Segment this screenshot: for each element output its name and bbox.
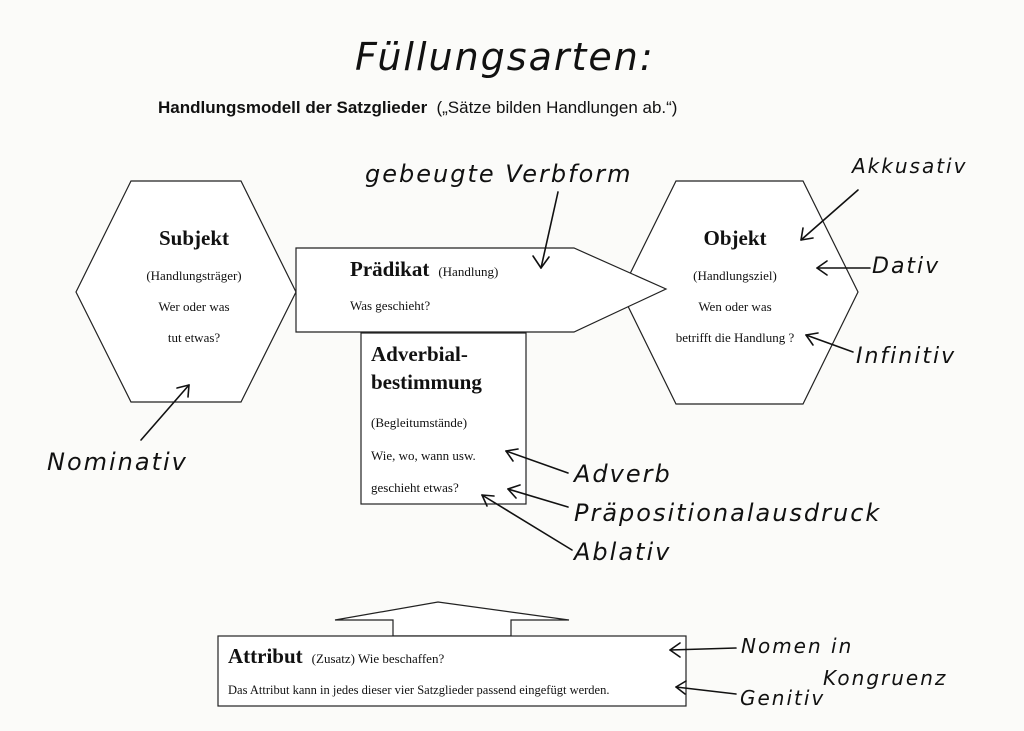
- objekt-box: Objekt (Handlungsziel) Wen oder was betr…: [620, 180, 859, 405]
- subjekt-box: Subjekt (Handlungsträger) Wer oder was t…: [75, 180, 297, 403]
- infinitiv-arrow: [805, 332, 854, 353]
- heading-bold: Handlungsmodell der Satzglieder: [158, 98, 428, 117]
- attribut-subtitle: (Zusatz) Wie beschaffen?: [312, 651, 445, 666]
- attribut-up-arrow: [334, 601, 570, 637]
- annotation-adverb: Adverb: [572, 460, 672, 488]
- dativ-arrow: [816, 260, 871, 276]
- objekt-line-2: Wen oder was: [698, 299, 771, 314]
- annotation-kongruenz: Kongruenz: [823, 666, 947, 690]
- subjekt-line-3: tut etwas?: [168, 330, 221, 345]
- subjekt-hexagon: [75, 180, 297, 403]
- annotation-genitiv: Genitiv: [740, 686, 825, 710]
- praedikat-title: Prädikat: [350, 257, 429, 281]
- nomen-arrow: [669, 642, 737, 658]
- annotation-praepositional: Präpositionalausdruck: [574, 499, 881, 527]
- praedikat-subtitle: (Handlung): [438, 264, 498, 279]
- heading-normal: („Sätze bilden Handlungen ab.“): [436, 98, 677, 117]
- adverbial-rect: [360, 332, 527, 505]
- attribut-box: Attribut (Zusatz) Wie beschaffen? Das At…: [217, 635, 687, 707]
- ablativ-arrow: [481, 494, 573, 551]
- objekt-hexagon: [620, 180, 859, 405]
- akkusativ-arrow: [800, 189, 859, 241]
- praedikat-heading: Prädikat (Handlung): [350, 257, 498, 281]
- adverbial-title-1: Adverbial-: [371, 342, 468, 366]
- praepositional-arrow: [507, 484, 569, 508]
- adverbial-title-2: bestimmung: [371, 370, 482, 394]
- subjekt-title: Subjekt: [159, 226, 229, 250]
- subjekt-line-2: Wer oder was: [158, 299, 229, 314]
- adverbial-line-1: (Begleitumstände): [371, 415, 467, 430]
- objekt-line-1: (Handlungsziel): [693, 268, 777, 283]
- attribut-rect: [217, 635, 687, 707]
- attribut-heading: Attribut (Zusatz) Wie beschaffen?: [228, 644, 444, 668]
- annotation-nomen: Nomen in: [741, 634, 853, 658]
- annotation-infinitiv: Infinitiv: [856, 344, 956, 369]
- annotation-nominativ: Nominativ: [47, 448, 188, 476]
- adverbial-box: Adverbial- bestimmung (Begleitumstände) …: [360, 332, 527, 505]
- annotation-dativ: Dativ: [872, 254, 940, 279]
- praedikat-question: Was geschieht?: [350, 298, 430, 313]
- praedikat-box: Prädikat (Handlung) Was geschieht?: [295, 247, 668, 333]
- praedikat-arrow: [295, 247, 668, 333]
- adverb-arrow: [505, 448, 569, 474]
- heading: Handlungsmodell der Satzglieder („Sätze …: [158, 98, 677, 117]
- attribut-pointer: [334, 601, 570, 637]
- subjekt-line-1: (Handlungsträger): [146, 268, 241, 283]
- attribut-text: Das Attribut kann in jedes dieser vier S…: [228, 683, 609, 697]
- objekt-title: Objekt: [704, 226, 767, 250]
- annotation-ablativ: Ablativ: [572, 538, 671, 566]
- adverbial-line-2: Wie, wo, wann usw.: [371, 448, 476, 463]
- verbform-arrow: [532, 191, 559, 269]
- handwritten-title: Füllungsarten:: [355, 35, 655, 79]
- adverbial-line-3: geschieht etwas?: [371, 480, 459, 495]
- objekt-line-3: betrifft die Handlung ?: [676, 330, 795, 345]
- nominativ-arrow: [140, 384, 190, 441]
- annotation-akkusativ: Akkusativ: [850, 154, 967, 178]
- attribut-title: Attribut: [228, 644, 303, 668]
- annotation-verbform: gebeugte Verbform: [365, 160, 633, 188]
- genitiv-arrow: [675, 680, 737, 695]
